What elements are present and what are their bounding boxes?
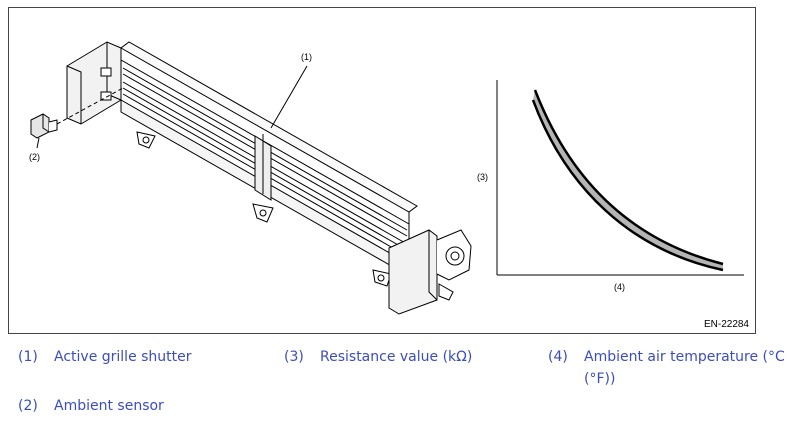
legend-item: (3) Resistance value (kΩ) <box>284 346 472 368</box>
legend-number: (3) <box>284 349 304 365</box>
ambient-sensor-drawing <box>30 87 124 139</box>
legend-item: (2) Ambient sensor <box>18 395 164 417</box>
curve-lower <box>531 99 724 272</box>
diagram-drawing: (1) (2) (3) (4) <box>29 41 744 315</box>
legend-number: (1) <box>18 349 38 365</box>
legend-text: Active grille shutter <box>54 349 192 365</box>
legend-text: Ambient air temperature (°C (°F)) <box>584 349 785 387</box>
resistance-temperature-graph: (3) (4) <box>477 80 744 292</box>
legend-item: (4) Ambient air temperature (°C (°F)) <box>548 346 788 390</box>
diagram-figure: (1) (2) (3) (4) EN-22284 <box>8 7 756 334</box>
legend-number: (2) <box>18 398 38 414</box>
legend-item: (1) Active grille shutter <box>18 346 192 368</box>
curve-band <box>533 90 723 270</box>
legend-text: Resistance value (kΩ) <box>320 349 473 365</box>
curve-upper <box>533 89 724 266</box>
callout-4: (4) <box>614 282 625 292</box>
callout-1: (1) <box>301 52 312 62</box>
legend: (1) Active grille shutter (2) Ambient se… <box>0 342 791 423</box>
legend-text: Ambient sensor <box>54 398 164 414</box>
callout-2: (2) <box>29 152 40 162</box>
legend-number: (4) <box>548 349 568 365</box>
callout-leaders <box>36 65 308 149</box>
active-grille-shutter-drawing <box>66 41 472 315</box>
callout-3: (3) <box>477 172 488 182</box>
figure-id: EN-22284 <box>703 319 749 330</box>
